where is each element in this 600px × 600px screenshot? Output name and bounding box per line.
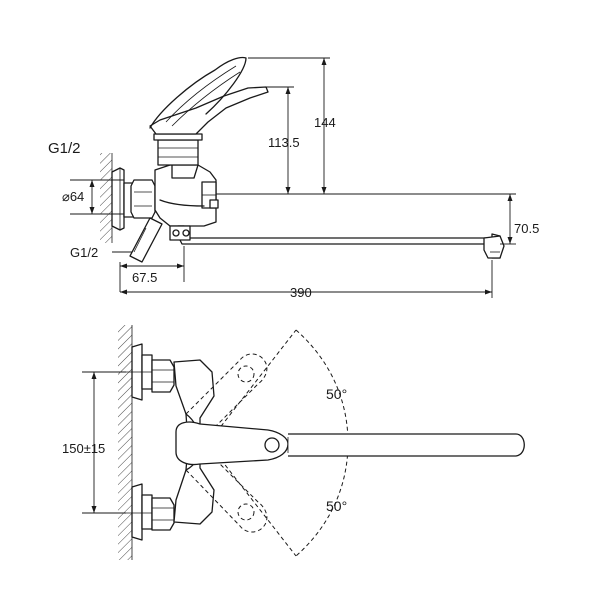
center-distance-label: 150±15 <box>62 441 105 456</box>
lever-handle <box>149 56 269 135</box>
upper-connector <box>126 343 175 401</box>
dim-center-distance: 150±15 <box>62 371 126 514</box>
overall-length-label: 390 <box>290 285 312 300</box>
swivel-angle-upper-label: 50° <box>326 386 347 402</box>
small-screw <box>209 199 219 209</box>
dim-offset: 67.5 <box>119 246 185 292</box>
long-spout-top <box>287 433 525 457</box>
thread-bottom-label: G1/2 <box>70 245 98 260</box>
spout-height-label: 70.5 <box>514 221 539 236</box>
height-total-label: 144 <box>314 115 336 130</box>
dim-thread-bottom: G1/2 <box>70 245 132 260</box>
dim-spout-height: 70.5 <box>216 193 539 245</box>
long-spout <box>169 225 505 259</box>
hex-nut <box>130 179 156 219</box>
dim-height-body: 113.5 <box>266 86 300 194</box>
swivel-angle-lower-label: 50° <box>326 498 347 514</box>
lever-handle-top <box>175 421 289 466</box>
wall-top <box>118 325 133 560</box>
eccentric-inlet <box>129 217 163 263</box>
wall-side <box>100 153 113 243</box>
diameter-label: ⌀64 <box>62 189 84 204</box>
dim-diameter: ⌀64 <box>62 179 124 215</box>
dim-thread-top: G1/2 <box>48 140 81 157</box>
top-view: 150±15 50° 50° <box>62 325 525 560</box>
thread-top-label: G1/2 <box>48 140 81 157</box>
dim-overall-length: 390 <box>120 260 493 300</box>
lower-connector <box>126 483 175 541</box>
offset-label: 67.5 <box>132 270 157 285</box>
height-body-label: 113.5 <box>268 135 300 150</box>
mixer-body <box>154 164 217 227</box>
cartridge-housing <box>153 133 203 166</box>
dim-height-total: 144 <box>216 57 336 195</box>
side-view: G1/2 ⌀64 G1/2 67.5 <box>48 56 539 300</box>
